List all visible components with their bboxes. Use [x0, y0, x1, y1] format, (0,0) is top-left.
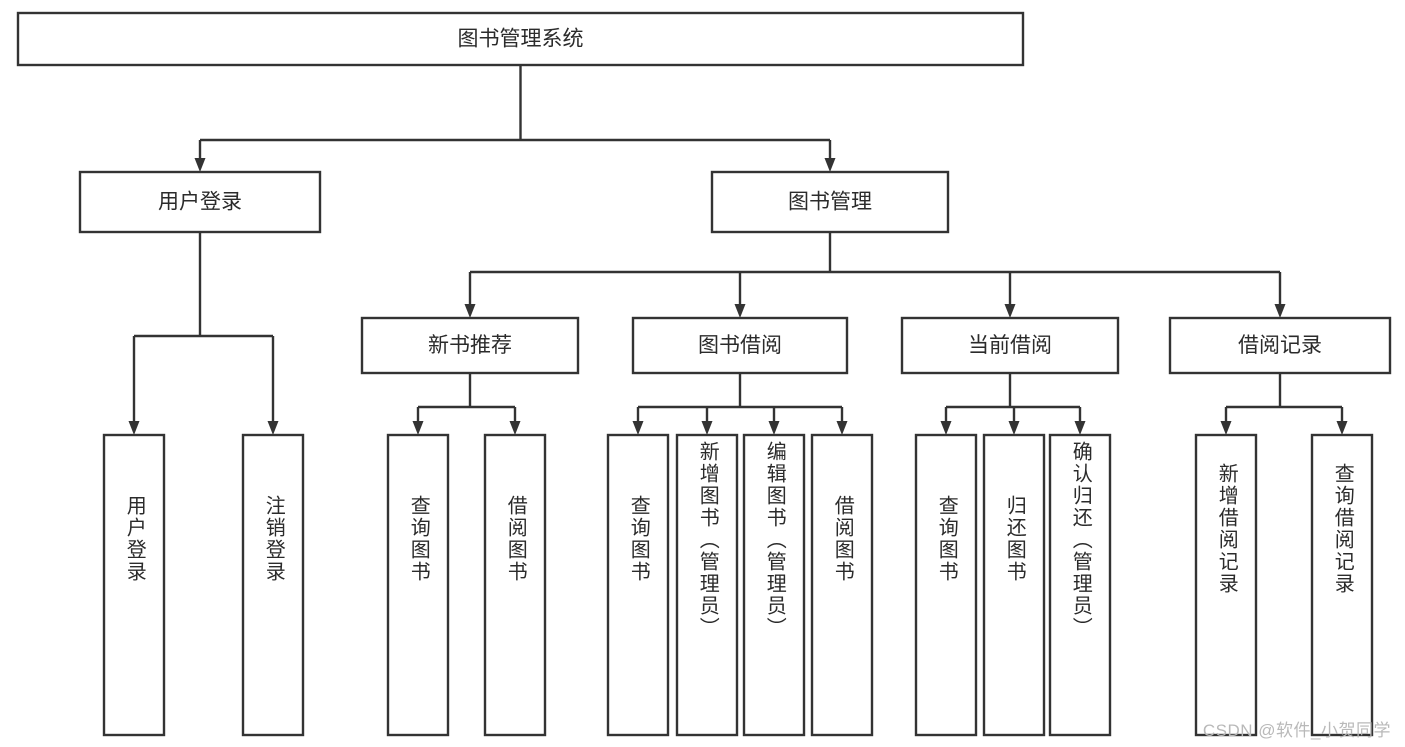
arrow-head-leaf-add-record [1220, 421, 1232, 435]
node-leaf-logout[interactable] [241, 433, 305, 737]
node-root[interactable]: 图书管理系统 [16, 11, 1025, 67]
node-borrow-record-rect [1168, 316, 1392, 375]
arrow-head-leaf-query-book-3 [940, 421, 952, 435]
node-user-login-rect [78, 170, 322, 234]
arrow-head-leaf-user-login [128, 421, 140, 435]
node-root-rect [16, 11, 1025, 67]
arrow-head-leaf-confirm-return [1074, 421, 1086, 435]
node-book-borrow-rect [631, 316, 849, 375]
node-new-book-recommend[interactable]: 新书推荐 [360, 316, 580, 375]
node-leaf-add-book[interactable] [675, 433, 739, 737]
arrow-head-book-borrow [734, 304, 746, 318]
arrow-head-current-borrow [1004, 304, 1016, 318]
watermark: CSDN @软件_小贺同学 [1202, 721, 1391, 740]
node-leaf-query-book-2[interactable] [606, 433, 670, 737]
node-leaf-edit-book-rect [742, 433, 806, 737]
node-leaf-borrow-book-2-rect [810, 433, 874, 737]
node-current-borrow-rect [900, 316, 1120, 375]
arrow-head-leaf-add-book [701, 421, 713, 435]
node-current-borrow[interactable]: 当前借阅 [900, 316, 1120, 375]
arrow-head-leaf-borrow-book-1 [509, 421, 521, 435]
node-book-manage-rect [710, 170, 950, 234]
node-leaf-logout-rect [241, 433, 305, 737]
connector-layer [128, 65, 1348, 435]
node-leaf-confirm-return[interactable] [1048, 433, 1112, 737]
node-leaf-user-login[interactable] [102, 433, 166, 737]
arrow-head-leaf-return-book [1008, 421, 1020, 435]
node-leaf-query-record[interactable] [1310, 433, 1374, 737]
node-root-label: 图书管理系统 [458, 28, 584, 51]
node-new-book-recommend-rect [360, 316, 580, 375]
node-leaf-add-book-rect [675, 433, 739, 737]
node-leaf-user-login-rect [102, 433, 166, 737]
node-borrow-record[interactable]: 借阅记录 [1168, 316, 1392, 375]
node-book-manage-label: 图书管理 [788, 191, 872, 214]
node-book-borrow[interactable]: 图书借阅 [631, 316, 849, 375]
arrow-head-leaf-query-book-1 [412, 421, 424, 435]
node-borrow-record-label: 借阅记录 [1238, 334, 1322, 357]
node-leaf-borrow-book-1[interactable] [483, 433, 547, 737]
node-leaf-query-book-3[interactable] [914, 433, 978, 737]
arrow-head-book-manage [824, 158, 836, 172]
node-leaf-query-book-2-rect [606, 433, 670, 737]
arrow-head-leaf-logout [267, 421, 279, 435]
node-leaf-query-record-rect [1310, 433, 1374, 737]
node-leaf-query-book-1[interactable] [386, 433, 450, 737]
arrow-head-leaf-query-record [1336, 421, 1348, 435]
node-book-borrow-label: 图书借阅 [698, 334, 782, 357]
node-leaf-query-book-1-rect [386, 433, 450, 737]
arrow-head-new-book-recommend [464, 304, 476, 318]
node-user-login-label: 用户登录 [158, 191, 242, 214]
node-leaf-return-book[interactable] [982, 433, 1046, 737]
node-leaf-borrow-book-2[interactable] [810, 433, 874, 737]
node-current-borrow-label: 当前借阅 [968, 334, 1052, 357]
node-new-book-recommend-label: 新书推荐 [428, 334, 512, 357]
node-leaf-edit-book[interactable] [742, 433, 806, 737]
arrow-head-leaf-edit-book [768, 421, 780, 435]
node-book-manage[interactable]: 图书管理 [710, 170, 950, 234]
arrow-head-user-login [194, 158, 206, 172]
arrow-head-borrow-record [1274, 304, 1286, 318]
node-leaf-return-book-rect [982, 433, 1046, 737]
node-user-login[interactable]: 用户登录 [78, 170, 322, 234]
arrow-head-leaf-borrow-book-2 [836, 421, 848, 435]
node-leaf-confirm-return-rect [1048, 433, 1112, 737]
node-leaf-add-record[interactable] [1194, 433, 1258, 737]
node-leaf-add-record-rect [1194, 433, 1258, 737]
node-leaf-query-book-3-rect [914, 433, 978, 737]
arrow-head-leaf-query-book-2 [632, 421, 644, 435]
node-leaf-borrow-book-1-rect [483, 433, 547, 737]
